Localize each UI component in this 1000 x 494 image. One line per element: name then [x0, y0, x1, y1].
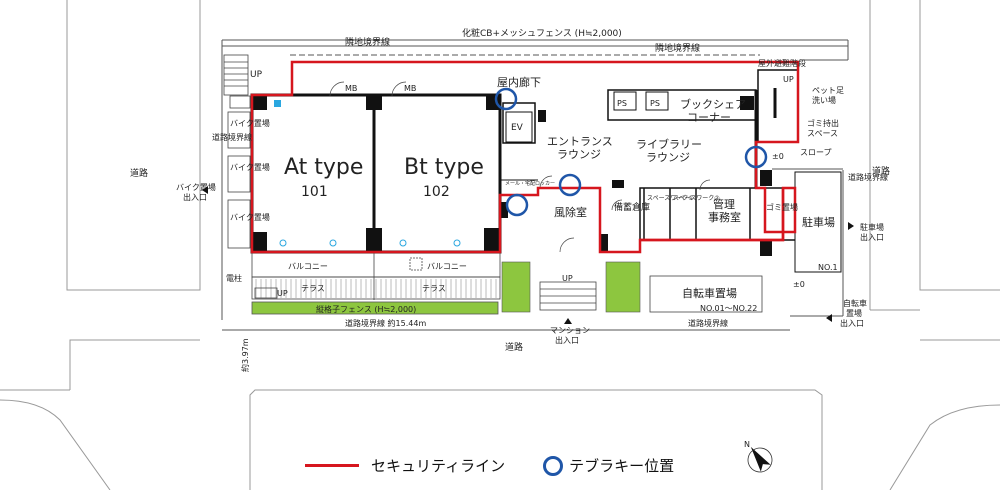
security-line-swatch — [305, 464, 359, 467]
trash-hold-2: スペース — [807, 129, 838, 138]
pillar-label: 電柱 — [226, 273, 242, 283]
entrance-2: ラウンジ — [557, 148, 601, 161]
up-right: UP — [783, 75, 794, 84]
bicycle-label: 自転車置場 — [682, 286, 737, 300]
road-bottom: 道路 — [505, 341, 523, 353]
slope-label: スロープ — [800, 148, 832, 157]
keypad-swatch-icon — [543, 455, 564, 476]
mail-label: メール・宅配ロッカー — [505, 180, 555, 187]
bike-sign-2: 出入口 — [183, 192, 207, 202]
fixtures — [279, 239, 461, 247]
library-1: ライブラリー — [636, 137, 702, 151]
entrance-stairs — [539, 275, 763, 313]
keypad-slope — [744, 145, 768, 169]
north-arrow-icon — [747, 446, 773, 473]
unit-b-num: 102 — [423, 184, 450, 200]
bike-1: バイク置場 — [230, 118, 270, 128]
road-boundary-right: 道路境界線 — [848, 172, 888, 182]
office-1: 管理 — [713, 197, 735, 211]
bike-2: バイク置場 — [230, 162, 270, 172]
workspace-1: スペースワーク① — [647, 195, 694, 202]
bike-3: バイク置場 — [230, 212, 270, 222]
pm0-2: ±0 — [793, 280, 805, 289]
parking-entry-arrow-icon — [848, 222, 854, 230]
office-2: 事務室 — [708, 210, 741, 224]
road-boundary-bottom-2: 道路境界線 — [688, 318, 728, 328]
cyan-marker — [274, 100, 281, 107]
site-boundary — [221, 39, 849, 331]
unit-a-num: 101 — [301, 184, 328, 200]
mansion-1: マンション — [550, 326, 590, 335]
parking-label: 駐車場 — [802, 215, 835, 229]
road-left: 道路 — [130, 167, 148, 179]
keypad-windbreak — [558, 173, 582, 197]
boundary-top-label-1: 隣地境界線 — [345, 36, 390, 48]
bicycle-entry-arrow-icon — [826, 314, 832, 322]
windbreak-label: 風除室 — [554, 205, 587, 219]
door-arcs — [329, 81, 711, 253]
library-2: ラウンジ — [646, 151, 690, 164]
parking-sign-2: 出入口 — [860, 232, 884, 242]
hedge-fence-label: 縦格子フェンス (H≒2,000) — [316, 304, 416, 314]
top-fence-label: 化粧CB+メッシュフェンス (H≒2,000) — [462, 27, 622, 39]
up-terrace: UP — [277, 289, 288, 298]
north-label: N — [744, 440, 750, 449]
legend-security-label: セキュリティライン — [371, 457, 506, 475]
left-column — [223, 54, 251, 249]
road-boundary-bottom: 道路境界線 約15.44m — [345, 318, 426, 328]
ev-label: EV — [511, 123, 524, 133]
road-boundary-left: 道路境界線 — [212, 132, 252, 142]
entrance-1: エントランス — [547, 135, 613, 148]
bicycle-sign-3: 出入口 — [840, 318, 864, 328]
parking-sign-1: 駐車場 — [860, 222, 884, 232]
terrace-2: テラス — [422, 284, 446, 293]
ps-1: PS — [617, 99, 627, 108]
trash-hold-1: ゴミ持出 — [807, 118, 839, 128]
keypad-corridor — [494, 87, 518, 111]
outdoor-stair: 屋外避難階段 — [758, 58, 806, 68]
pet-1: ペット足 — [812, 86, 844, 95]
hedge-fence — [251, 301, 499, 315]
balcony-2: バルコニー — [427, 262, 467, 271]
security-line-lower — [640, 188, 785, 242]
pet-2: 洗い場 — [812, 95, 836, 105]
corridor-label: 屋内廊下 — [497, 75, 541, 89]
up-left: UP — [250, 70, 263, 80]
keypad-markers — [494, 87, 768, 217]
mb-1: MB — [345, 84, 357, 93]
width-left: 約3.97m — [240, 338, 250, 372]
bicycle-sign-1: 自転車 — [843, 298, 867, 308]
planters — [501, 261, 641, 313]
mansion-2: 出入口 — [555, 335, 579, 345]
terrace-1: テラス — [301, 284, 325, 293]
bicycle-no: NO.01～NO.22 — [700, 304, 757, 313]
bike-sign-1: バイク置場 — [176, 182, 216, 192]
bike-entry-arrow-icon — [202, 186, 208, 194]
mb-2: MB — [404, 84, 416, 93]
workspace-2: スペースワーク② — [673, 195, 720, 202]
pm0-1: ±0 — [772, 152, 784, 161]
unit-a-type: At type — [284, 155, 363, 180]
up-center: UP — [562, 274, 573, 283]
parking-no: NO.1 — [818, 263, 838, 272]
storage-label: 備蓄倉庫 — [614, 201, 650, 213]
road-right: 道路 — [872, 165, 890, 177]
mansion-entry-arrow-icon — [564, 318, 572, 324]
bookshelf-2: コーナー — [687, 111, 731, 124]
terrace-hatch — [255, 279, 497, 298]
ps-2: PS — [650, 99, 660, 108]
trash-label: ゴミ置場 — [766, 202, 798, 212]
bookshelf-1: ブックシェア — [680, 97, 746, 111]
balcony-1: バルコニー — [288, 262, 328, 271]
keypad-mail — [505, 193, 529, 217]
legend: セキュリティライン テブラキー位置 — [305, 455, 674, 476]
legend-keypad-label: テブラキー位置 — [569, 457, 675, 475]
boundary-top-label-2: 隣地境界線 — [655, 42, 700, 54]
bicycle-sign-2: 置場 — [846, 308, 862, 318]
unit-b-type: Bt type — [404, 155, 484, 180]
